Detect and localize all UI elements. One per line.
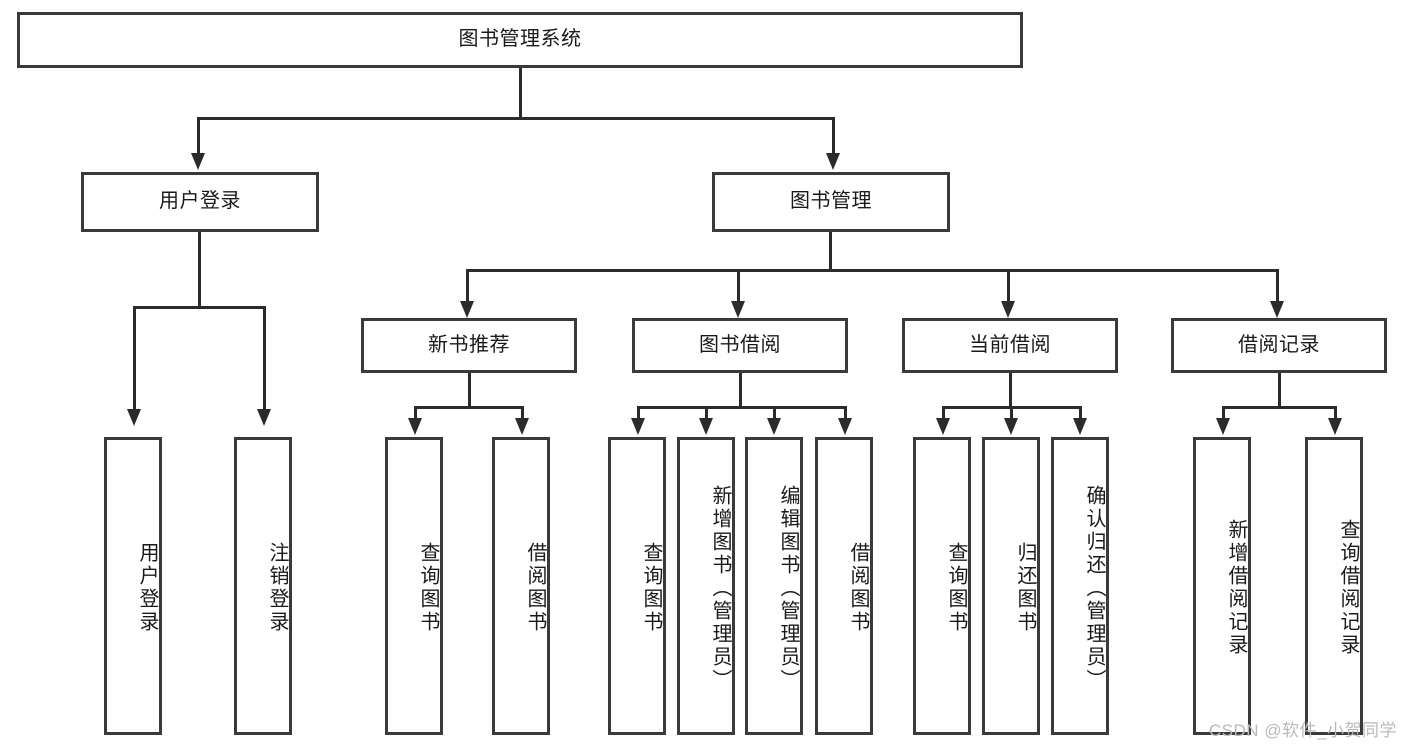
node-label: 图书管理 — [790, 190, 872, 213]
node-label: 用户登录 — [159, 190, 241, 213]
edge-book-management-bus — [466, 269, 1278, 272]
node-book-borrow[interactable]: 图书借阅 — [632, 318, 848, 373]
node-new-book-recommend[interactable]: 新书推荐 — [361, 318, 577, 373]
edge-root-drop-left — [197, 117, 200, 155]
edge-root-stem — [519, 68, 522, 117]
node-label: 用户登录 — [136, 542, 158, 634]
edge-user-login-drop-2 — [263, 306, 266, 411]
node-root-book-management-system[interactable]: 图书管理系统 — [17, 12, 1023, 68]
leaf-confirm-return-admin[interactable]: 确认归还（管理员） — [1051, 437, 1109, 735]
node-label: 确认归还（管理员） — [1083, 484, 1105, 692]
arrow-to-borrow-record — [1270, 301, 1284, 318]
arrow-to-leaf-query-book-b — [631, 418, 645, 435]
edge-nbr-drop-1 — [414, 406, 417, 420]
arrow-to-new-book-recommend — [460, 301, 474, 318]
arrow-to-leaf-add-record — [1216, 418, 1230, 435]
arrow-to-leaf-logout — [257, 409, 271, 426]
edge-bb-drop-1 — [637, 406, 640, 420]
edge-nbr-drop-2 — [521, 406, 524, 420]
leaf-borrow-book-recommend[interactable]: 借阅图书 — [492, 437, 550, 735]
node-label: 借阅记录 — [1238, 333, 1320, 356]
edge-new-book-recommend-bus — [414, 406, 524, 409]
node-borrow-record[interactable]: 借阅记录 — [1171, 318, 1387, 373]
node-label: 归还图书 — [1014, 542, 1036, 634]
leaf-edit-book-admin[interactable]: 编辑图书（管理员） — [745, 437, 803, 735]
node-label: 图书借阅 — [699, 333, 781, 356]
node-label: 新增图书（管理员） — [709, 484, 731, 692]
arrow-to-leaf-edit-book — [767, 418, 781, 435]
node-label: 新增借阅记录 — [1225, 519, 1247, 657]
edge-br-drop-1 — [1222, 406, 1225, 420]
edge-current-borrow-stem — [1009, 373, 1012, 406]
arrow-to-current-borrow — [1001, 301, 1015, 318]
leaf-query-book-borrow[interactable]: 查询图书 — [608, 437, 666, 735]
edge-root-bus — [197, 117, 835, 120]
node-label: 查询图书 — [417, 542, 439, 634]
edge-user-login-bus — [133, 306, 266, 309]
leaf-logout[interactable]: 注销登录 — [234, 437, 292, 735]
node-label: 借阅图书 — [524, 542, 546, 634]
arrow-to-user-login — [191, 153, 205, 170]
arrow-to-leaf-return-book — [1004, 418, 1018, 435]
edge-level2-drop-1 — [466, 269, 469, 303]
edge-root-drop-right — [832, 117, 835, 155]
node-label: 注销登录 — [266, 542, 288, 634]
node-book-management[interactable]: 图书管理 — [712, 172, 950, 232]
edge-borrow-record-stem — [1278, 373, 1281, 406]
edge-book-borrow-bus — [637, 406, 847, 409]
leaf-user-login[interactable]: 用户登录 — [104, 437, 162, 735]
leaf-query-borrow-record[interactable]: 查询借阅记录 — [1305, 437, 1363, 735]
edge-bb-drop-3 — [773, 406, 776, 420]
edge-new-book-recommend-stem — [468, 373, 471, 406]
edge-user-login-stem — [198, 232, 201, 306]
leaf-return-book[interactable]: 归还图书 — [982, 437, 1040, 735]
arrow-to-leaf-query-record — [1328, 418, 1342, 435]
edge-cb-drop-1 — [942, 406, 945, 420]
node-label: 查询图书 — [640, 542, 662, 634]
node-label: 图书管理系统 — [458, 28, 582, 51]
arrow-to-book-borrow — [731, 301, 745, 318]
edge-cb-drop-2 — [1010, 406, 1013, 420]
node-label: 借阅图书 — [847, 542, 869, 634]
arrow-to-leaf-query-book-c — [936, 418, 950, 435]
arrow-to-leaf-borrow-book-b — [838, 418, 852, 435]
arrow-to-leaf-user-login — [127, 409, 141, 426]
arrow-to-leaf-query-book-a — [408, 418, 422, 435]
node-current-borrow[interactable]: 当前借阅 — [902, 318, 1118, 373]
node-label: 查询图书 — [945, 542, 967, 634]
edge-level2-drop-4 — [1276, 269, 1279, 303]
edge-borrow-record-bus — [1222, 406, 1337, 409]
edge-book-management-stem — [829, 232, 832, 269]
leaf-borrow-book[interactable]: 借阅图书 — [815, 437, 873, 735]
edge-book-borrow-stem — [739, 373, 742, 406]
node-label: 当前借阅 — [969, 333, 1051, 356]
arrow-to-book-management — [826, 153, 840, 170]
node-label: 编辑图书（管理员） — [777, 484, 799, 692]
leaf-add-borrow-record[interactable]: 新增借阅记录 — [1193, 437, 1251, 735]
leaf-query-book-current[interactable]: 查询图书 — [913, 437, 971, 735]
node-user-login[interactable]: 用户登录 — [81, 172, 319, 232]
edge-br-drop-2 — [1334, 406, 1337, 420]
edge-level2-drop-2 — [737, 269, 740, 303]
edge-cb-drop-3 — [1079, 406, 1082, 420]
leaf-add-book-admin[interactable]: 新增图书（管理员） — [677, 437, 735, 735]
edge-level2-drop-3 — [1007, 269, 1010, 303]
arrow-to-leaf-confirm-return — [1073, 418, 1087, 435]
node-label: 查询借阅记录 — [1337, 519, 1359, 657]
edge-bb-drop-2 — [705, 406, 708, 420]
node-label: 新书推荐 — [428, 333, 510, 356]
leaf-query-book-recommend[interactable]: 查询图书 — [385, 437, 443, 735]
edge-bb-drop-4 — [844, 406, 847, 420]
edge-user-login-drop-1 — [133, 306, 136, 411]
arrow-to-leaf-add-book — [699, 418, 713, 435]
arrow-to-leaf-borrow-book-a — [515, 418, 529, 435]
